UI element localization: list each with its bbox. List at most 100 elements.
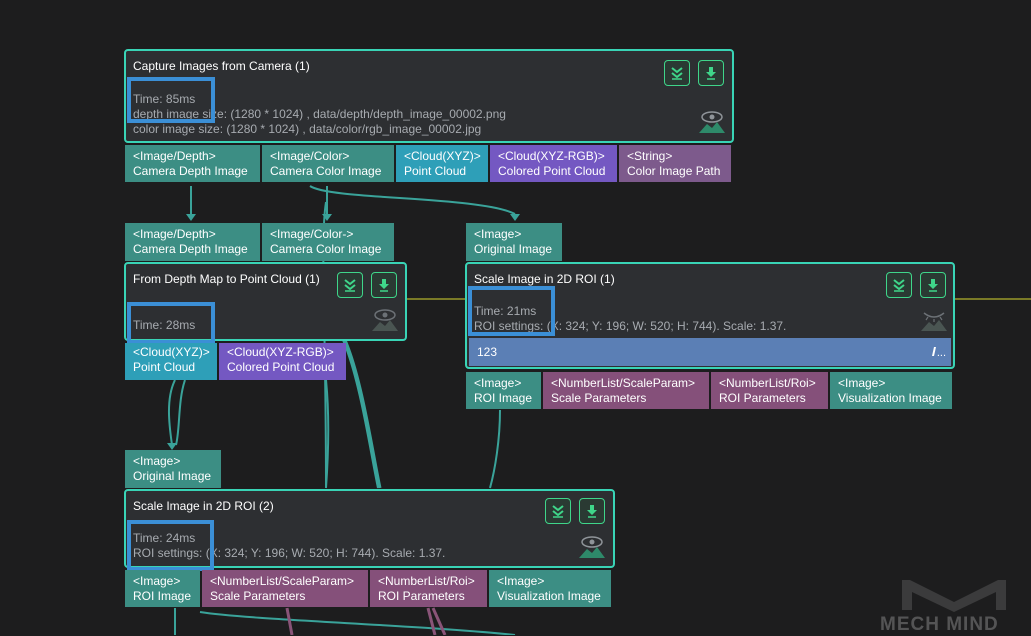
step-title: Scale Image in 2D ROI (2) bbox=[133, 499, 274, 513]
port-type: <Image> bbox=[133, 574, 181, 588]
time-highlight bbox=[127, 520, 214, 571]
step-depth-to-point-cloud[interactable]: From Depth Map to Point Cloud (1) Time: … bbox=[124, 262, 407, 344]
port-label: Camera Color Image bbox=[270, 164, 382, 178]
logo-text: MECH MIND bbox=[880, 614, 999, 635]
port-label: Colored Point Cloud bbox=[498, 164, 606, 178]
time-label: Time: 85ms bbox=[133, 92, 196, 106]
parameter-value: 123 bbox=[477, 345, 498, 359]
step-title: From Depth Map to Point Cloud (1) bbox=[133, 272, 320, 286]
step-capture-images[interactable]: Capture Images from Camera (1) Time: 85m… bbox=[124, 49, 734, 143]
output-port-depth-image[interactable]: <Image/Depth> Camera Depth Image bbox=[125, 145, 260, 182]
double-chevron-down-icon bbox=[344, 279, 356, 292]
download-arrow-icon bbox=[706, 67, 716, 80]
output-port-roi-parameters[interactable]: <NumberList/Roi> ROI Parameters bbox=[370, 570, 487, 607]
logo-mark bbox=[902, 580, 1006, 612]
output-port-colored-point-cloud[interactable]: <Cloud(XYZ-RGB)> Colored Point Cloud bbox=[490, 145, 617, 182]
eye-icon[interactable] bbox=[578, 534, 606, 560]
port-type: <Image/Depth> bbox=[133, 149, 216, 163]
eye-closed-icon[interactable] bbox=[920, 307, 948, 333]
port-type: <Image/Depth> bbox=[133, 227, 216, 241]
port-label: Point Cloud bbox=[133, 360, 196, 374]
time-label: Time: 21ms bbox=[474, 304, 537, 318]
double-chevron-down-icon bbox=[552, 505, 564, 518]
input-port-original-image[interactable]: <Image> Original Image bbox=[125, 450, 221, 488]
time-highlight bbox=[127, 302, 215, 344]
edit-ellipsis: ... bbox=[936, 347, 946, 359]
double-chevron-down-icon bbox=[893, 279, 905, 292]
collapse-button[interactable] bbox=[886, 272, 912, 298]
pencil-icon[interactable] bbox=[929, 343, 945, 359]
step-title: Capture Images from Camera (1) bbox=[133, 59, 310, 73]
port-label: ROI Image bbox=[133, 589, 192, 603]
eye-icon[interactable] bbox=[371, 307, 399, 333]
eye-icon[interactable] bbox=[698, 109, 726, 135]
input-port-original-image[interactable]: <Image> Original Image bbox=[466, 223, 562, 261]
port-type: <Cloud(XYZ)> bbox=[133, 345, 210, 359]
output-port-point-cloud[interactable]: <Cloud(XYZ)> Point Cloud bbox=[125, 343, 217, 380]
output-port-color-image-path[interactable]: <String> Color Image Path bbox=[619, 145, 731, 182]
run-step-button[interactable] bbox=[698, 60, 724, 86]
time-highlight bbox=[468, 286, 555, 336]
port-label: Visualization Image bbox=[497, 589, 601, 603]
mech-mind-logo: MECH MIND bbox=[880, 576, 1028, 635]
port-label: Camera Color Image bbox=[270, 242, 382, 256]
run-step-button[interactable] bbox=[920, 272, 946, 298]
port-type: <Cloud(XYZ)> bbox=[404, 149, 481, 163]
port-type: <NumberList/Roi> bbox=[378, 574, 475, 588]
output-port-scale-parameters[interactable]: <NumberList/ScaleParam> Scale Parameters bbox=[202, 570, 368, 607]
step-scale-image-roi-2[interactable]: Scale Image in 2D ROI (2) Time: 24ms ROI… bbox=[124, 489, 615, 571]
port-type: <Cloud(XYZ-RGB)> bbox=[498, 149, 605, 163]
port-type: <NumberList/ScaleParam> bbox=[210, 574, 355, 588]
download-arrow-icon bbox=[587, 505, 597, 518]
download-arrow-icon bbox=[928, 279, 938, 292]
port-type: <Image/Color> bbox=[270, 149, 350, 163]
port-type: <NumberList/Roi> bbox=[719, 376, 816, 390]
collapse-button[interactable] bbox=[337, 272, 363, 298]
port-type: <Image> bbox=[133, 454, 181, 468]
output-port-point-cloud[interactable]: <Cloud(XYZ)> Point Cloud bbox=[396, 145, 488, 182]
port-label: Scale Parameters bbox=[551, 391, 647, 405]
port-type: <NumberList/ScaleParam> bbox=[551, 376, 696, 390]
color-image-info: color image size: (1280 * 1024) , data/c… bbox=[133, 122, 482, 136]
output-port-colored-point-cloud[interactable]: <Cloud(XYZ-RGB)> Colored Point Cloud bbox=[219, 343, 346, 380]
port-label: Camera Depth Image bbox=[133, 242, 248, 256]
output-port-roi-image[interactable]: <Image> ROI Image bbox=[466, 372, 541, 409]
depth-image-info: depth image size: (1280 * 1024) , data/d… bbox=[133, 107, 506, 121]
port-type: <Cloud(XYZ-RGB)> bbox=[227, 345, 334, 359]
output-port-visualization-image[interactable]: <Image> Visualization Image bbox=[830, 372, 952, 409]
output-port-roi-image[interactable]: <Image> ROI Image bbox=[125, 570, 200, 607]
output-port-color-image[interactable]: <Image/Color> Camera Color Image bbox=[262, 145, 394, 182]
port-label: ROI Parameters bbox=[378, 589, 465, 603]
port-label: ROI Parameters bbox=[719, 391, 806, 405]
run-step-button[interactable] bbox=[371, 272, 397, 298]
step-title: Scale Image in 2D ROI (1) bbox=[474, 272, 615, 286]
output-port-scale-parameters[interactable]: <NumberList/ScaleParam> Scale Parameters bbox=[543, 372, 709, 409]
port-type: <Image/Color-> bbox=[270, 227, 354, 241]
collapse-button[interactable] bbox=[664, 60, 690, 86]
port-label: Scale Parameters bbox=[210, 589, 306, 603]
port-label: Original Image bbox=[133, 469, 212, 483]
port-type: <Image> bbox=[838, 376, 886, 390]
input-port-color-image[interactable]: <Image/Color-> Camera Color Image bbox=[262, 223, 394, 261]
time-label: Time: 24ms bbox=[133, 531, 196, 545]
port-label: ROI Image bbox=[474, 391, 533, 405]
run-step-button[interactable] bbox=[579, 498, 605, 524]
time-label: Time: 28ms bbox=[133, 318, 196, 332]
time-highlight bbox=[127, 77, 215, 123]
collapse-button[interactable] bbox=[545, 498, 571, 524]
output-port-roi-parameters[interactable]: <NumberList/Roi> ROI Parameters bbox=[711, 372, 828, 409]
port-type: <Image> bbox=[474, 227, 522, 241]
port-type: <Image> bbox=[474, 376, 522, 390]
step-scale-image-roi-1[interactable]: Scale Image in 2D ROI (1) Time: 21ms ROI… bbox=[465, 262, 955, 369]
port-label: Point Cloud bbox=[404, 164, 467, 178]
port-label: Camera Depth Image bbox=[133, 164, 248, 178]
double-chevron-down-icon bbox=[671, 67, 683, 80]
port-label: Colored Point Cloud bbox=[227, 360, 335, 374]
port-label: Visualization Image bbox=[838, 391, 942, 405]
port-type: <String> bbox=[627, 149, 673, 163]
download-arrow-icon bbox=[379, 279, 389, 292]
output-port-visualization-image[interactable]: <Image> Visualization Image bbox=[489, 570, 611, 607]
input-port-depth-image[interactable]: <Image/Depth> Camera Depth Image bbox=[125, 223, 260, 261]
parameter-input-row[interactable]: 123 ... bbox=[469, 338, 951, 366]
